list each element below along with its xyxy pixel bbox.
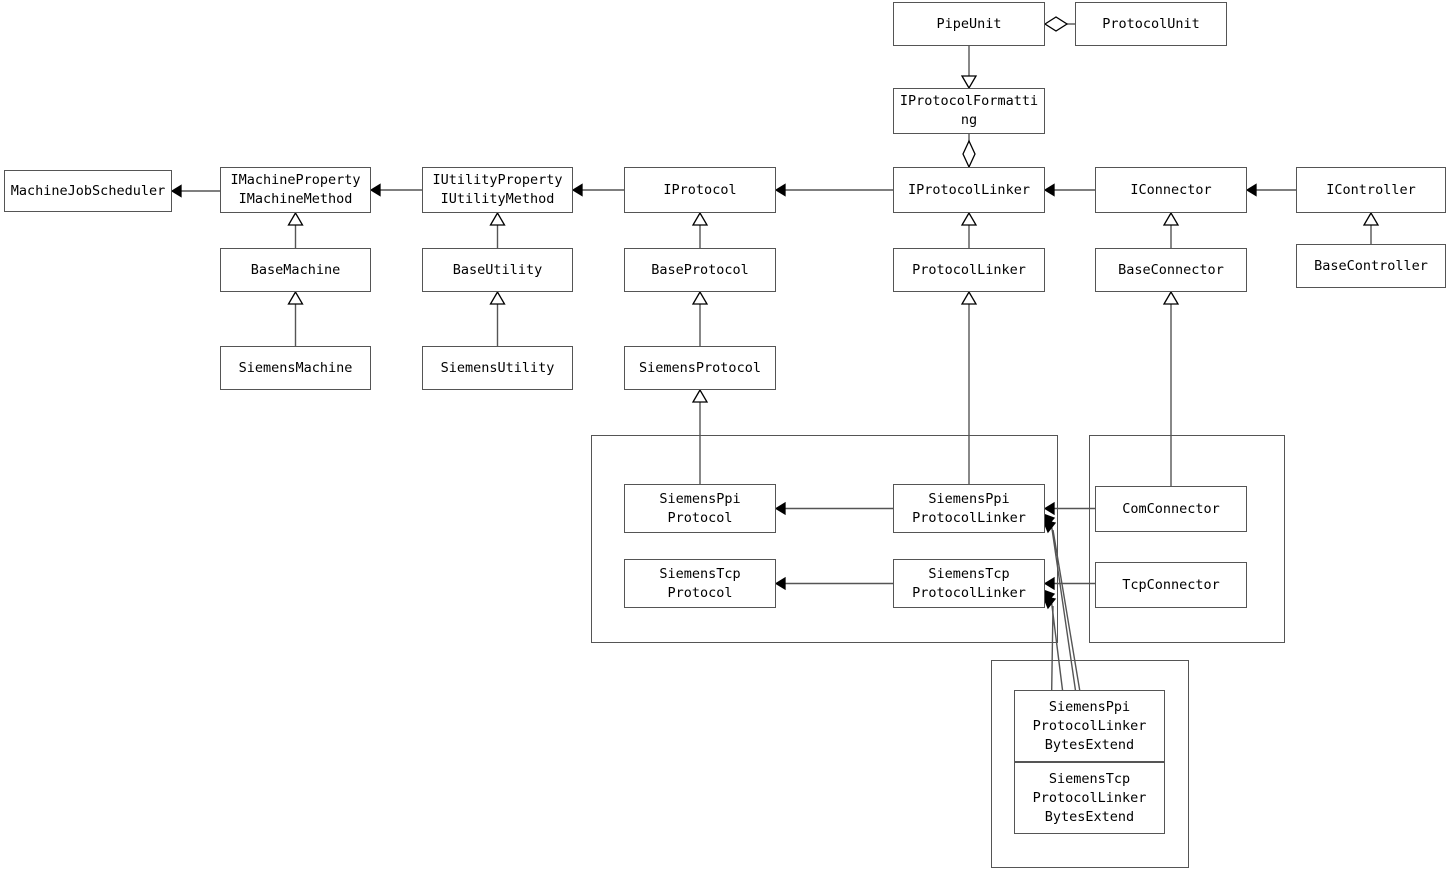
class-box-com-connector: ComConnector [1095, 486, 1247, 532]
class-box-label: BaseUtility [452, 261, 543, 278]
arrowhead-iconnector-to-iprotocollinker [1043, 183, 1055, 197]
aggregation-diamond-iprotocollinker [962, 139, 976, 169]
class-box-label: IProtocol [663, 181, 737, 198]
realization-triangle-baseconnector-to-iconnector [1162, 211, 1180, 226]
class-box-siemens-machine: SiemensMachine [220, 346, 371, 390]
class-box-label: BaseConnector [1118, 261, 1224, 278]
arrowhead-iutility-to-imachine [369, 183, 381, 197]
realization-triangle-siemensprotocol-to-baseprotocol [691, 290, 709, 305]
realization-triangle-protocollinker-to-iprotocollinker [960, 211, 978, 226]
realization-triangle-baseprotocol-to-iprotocol [691, 211, 709, 226]
class-box-base-machine: BaseMachine [220, 248, 371, 292]
class-box-label: IUtilityProperty IUtilityMethod [432, 172, 563, 207]
arrowhead-extend-secondary-diagonal [1041, 595, 1057, 610]
class-box-label: ComConnector [1122, 500, 1220, 517]
class-box-iprotocol-formatting: IProtocolFormatti ng [893, 88, 1045, 134]
class-box-tcp-connector: TcpConnector [1095, 562, 1247, 608]
realization-triangle-siemensppilinker-to-protocollinker [960, 290, 978, 305]
class-box-machine-job-scheduler: MachineJobScheduler [4, 170, 172, 212]
class-box-siemens-protocol: SiemensProtocol [624, 346, 776, 390]
class-box-label: SiemensTcp ProtocolLinker BytesExtend [1032, 770, 1147, 825]
class-box-label: SiemensUtility [440, 359, 555, 376]
arrowhead-iprotocollinker-to-iprotocol [774, 183, 786, 197]
arrowhead-tcpconnector-to-tcplinker [1043, 576, 1055, 591]
class-box-label: SiemensMachine [238, 359, 353, 376]
class-box-label: ProtocolUnit [1102, 15, 1200, 32]
edge-ppibytesextend-to-ppilinker [1050, 521, 1077, 695]
group-container-group-siemens-protocols [591, 435, 1058, 643]
realization-triangle-comconnector-to-baseconnector [1162, 290, 1180, 305]
class-box-iprotocol-linker: IProtocolLinker [893, 167, 1045, 213]
arrowhead-tcplinker-to-tcpprotocol [774, 576, 786, 591]
class-box-label: IController [1326, 181, 1416, 198]
realization-triangle-basemachine-to-imachine [287, 211, 304, 226]
class-box-protocol-unit: ProtocolUnit [1075, 2, 1227, 46]
group-container-group-connectors [1089, 435, 1285, 643]
class-box-label: BaseMachine [250, 261, 341, 278]
class-box-label: IMachineProperty IMachineMethod [230, 172, 361, 207]
class-box-siemens-tcp-protocol-linker: SiemensTcp ProtocolLinker [893, 559, 1045, 608]
class-box-icontroller: IController [1296, 167, 1446, 213]
class-box-siemens-ppi-protocol: SiemensPpi Protocol [624, 484, 776, 533]
class-box-siemens-ppi-protocol-linker: SiemensPpi ProtocolLinker [893, 484, 1045, 533]
aggregation-diamond-pipeunit [1043, 16, 1069, 32]
arrowhead-comconnector-to-ppilinker [1043, 501, 1055, 516]
realization-triangle-siemensppiprotocol-to-siemensprotocol [691, 388, 709, 403]
group-container-group-bytes-extends [991, 660, 1189, 868]
realization-triangle-siemensmachine-to-basemachine [287, 290, 304, 305]
arrowhead-tcpbytesextend-long-diagonal [1041, 519, 1057, 534]
class-box-iprotocol: IProtocol [624, 167, 776, 213]
class-box-siemens-ppi-linker-bytes-extend: SiemensPpi ProtocolLinker BytesExtend [1014, 690, 1165, 762]
class-box-base-protocol: BaseProtocol [624, 248, 776, 292]
class-box-siemens-tcp-protocol: SiemensTcp Protocol [624, 559, 776, 608]
class-box-label: IProtocolLinker [908, 181, 1030, 198]
class-box-label: ProtocolLinker [912, 261, 1026, 278]
class-box-siemens-tcp-linker-bytes-extend: SiemensTcp ProtocolLinker BytesExtend [1014, 762, 1165, 834]
class-box-base-utility: BaseUtility [422, 248, 573, 292]
realization-triangle-basecontroller-to-icontroller [1362, 211, 1380, 226]
class-box-imachine-property: IMachineProperty IMachineMethod [220, 167, 371, 213]
class-box-label: MachineJobScheduler [10, 182, 166, 199]
arrowhead-iprotocol-to-iutility [571, 183, 583, 197]
realization-triangle-iprotocolformatting [960, 75, 978, 90]
class-box-label: TcpConnector [1122, 576, 1220, 593]
class-box-label: SiemensPpi ProtocolLinker BytesExtend [1032, 698, 1147, 753]
class-box-iconnector: IConnector [1095, 167, 1247, 213]
class-box-protocol-linker: ProtocolLinker [893, 248, 1045, 292]
class-box-label: BaseController [1314, 257, 1428, 274]
class-box-label: BaseProtocol [651, 261, 749, 278]
class-box-label: IConnector [1130, 181, 1212, 198]
class-box-label: SiemensTcp ProtocolLinker [912, 565, 1026, 601]
class-box-label: SiemensTcp Protocol [659, 565, 741, 601]
class-box-label: PipeUnit [936, 15, 1002, 32]
class-box-iutility-property: IUtilityProperty IUtilityMethod [422, 167, 573, 213]
realization-triangle-baseutility-to-iutility [489, 211, 506, 226]
arrowhead-icontroller-to-iconnector [1245, 183, 1257, 197]
class-box-base-connector: BaseConnector [1095, 248, 1247, 292]
class-box-label: SiemensPpi ProtocolLinker [912, 490, 1026, 526]
class-box-pipe-unit: PipeUnit [893, 2, 1045, 46]
class-box-base-controller: BaseController [1296, 244, 1446, 288]
class-box-label: SiemensProtocol [639, 359, 761, 376]
arrowhead-ppilinker-to-ppiprotocol [774, 501, 786, 516]
arrowhead-imachine-to-machinejobscheduler [170, 184, 182, 198]
class-box-label: SiemensPpi Protocol [659, 490, 741, 526]
class-box-label: IProtocolFormatti ng [899, 93, 1039, 128]
class-box-siemens-utility: SiemensUtility [422, 346, 573, 390]
realization-triangle-siemensutility-to-baseutility [489, 290, 506, 305]
